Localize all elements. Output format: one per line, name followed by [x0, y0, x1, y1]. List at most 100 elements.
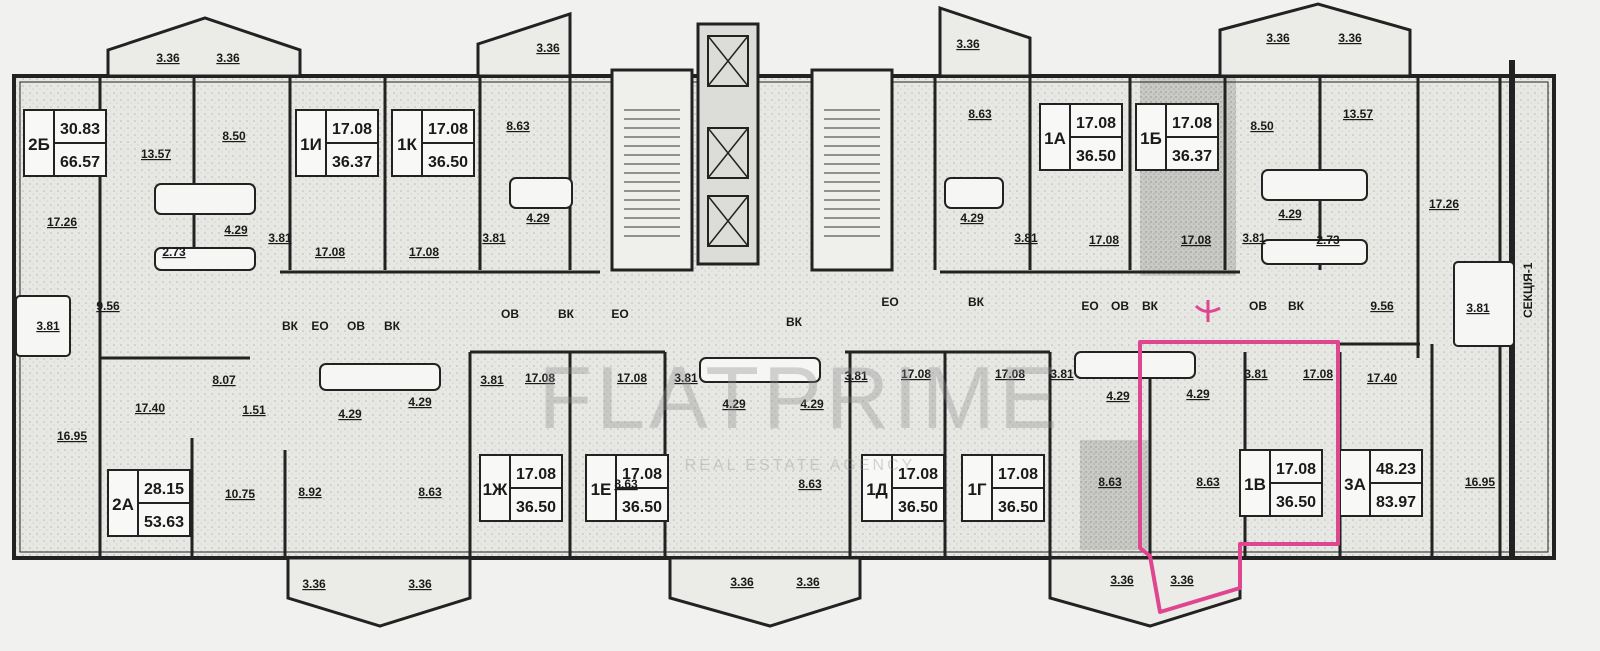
room-area: 1.51	[242, 403, 266, 417]
apartment-label-7: 1Ж 17.08 36.50	[479, 454, 563, 522]
apartment-living-area: 48.23	[1376, 461, 1416, 478]
apartment-total-area: 36.50	[622, 499, 662, 516]
room-area: 17.26	[47, 215, 77, 229]
apartment-code: 1И	[300, 135, 322, 154]
room-area: 17.40	[1367, 371, 1397, 385]
room-area: 4.29	[338, 407, 362, 421]
stair-steps	[624, 109, 880, 237]
room-area: 17.08	[1303, 367, 1333, 381]
room-area: 8.63	[1196, 475, 1220, 489]
watermark-subtext: REAL ESTATE AGENCY	[685, 457, 916, 474]
room-area: 8.63	[968, 107, 992, 121]
apartment-label-2: 1И 17.08 36.37	[295, 109, 379, 177]
room-area: 17.26	[1429, 197, 1459, 211]
room-area: 4.29	[224, 223, 248, 237]
apartment-code: 1В	[1244, 475, 1266, 494]
apartment-total-area: 83.97	[1376, 494, 1416, 511]
room-area: 2.73	[1316, 233, 1340, 247]
room-area: 3.36	[1110, 573, 1134, 587]
room-area: 17.08	[409, 245, 439, 259]
apartment-labels: 2Б30.8366.571И17.0836.371К17.0836.501А17…	[23, 103, 1423, 537]
room-area: 8.92	[298, 485, 322, 499]
room-area: 3.36	[536, 41, 560, 55]
room-area: 8.07	[212, 373, 236, 387]
apartment-living-area: 17.08	[1276, 461, 1316, 478]
room-area: 8.50	[1250, 119, 1274, 133]
apartment-living-area: 17.08	[998, 466, 1038, 483]
apartment-living-area: 17.08	[516, 466, 556, 483]
room-area: 3.36	[302, 577, 326, 591]
shaft-label: ВК	[968, 295, 985, 309]
apartment-label-11: 1В 17.08 36.50	[1239, 449, 1323, 517]
room-area: 8.63	[614, 477, 638, 491]
room-area: 3.81	[1244, 367, 1268, 381]
shaft-label: ОВ	[347, 319, 365, 333]
room-area: 9.56	[1370, 299, 1394, 313]
room-area: 8.63	[506, 119, 530, 133]
room-area: 17.08	[995, 367, 1025, 381]
bathroom-fixtures	[15, 169, 1515, 391]
room-area: 3.81	[480, 373, 504, 387]
room-area: 3.81	[1242, 231, 1266, 245]
apartment-code: 2А	[112, 495, 134, 514]
apartment-living-area: 17.08	[1172, 115, 1212, 132]
room-area: 4.29	[1106, 389, 1130, 403]
room-area: 10.75	[225, 487, 255, 501]
apartment-total-area: 66.57	[60, 154, 100, 171]
room-area: 8.63	[418, 485, 442, 499]
apartment-living-area: 17.08	[428, 121, 468, 138]
room-area: 2.73	[162, 245, 186, 259]
room-area: 3.81	[674, 371, 698, 385]
apartment-total-area: 53.63	[144, 514, 184, 531]
room-area: 16.95	[57, 429, 87, 443]
room-area: 3.81	[36, 319, 60, 333]
room-area: 16.95	[1465, 475, 1495, 489]
apartment-code: 1Ж	[483, 480, 508, 499]
apartment-code: 1А	[1044, 129, 1066, 148]
room-area: 17.08	[315, 245, 345, 259]
room-area: 3.36	[408, 577, 432, 591]
shaft-label: ЕО	[311, 319, 328, 333]
room-area: 8.50	[222, 129, 246, 143]
room-area: 3.36	[956, 37, 980, 51]
shaft-label: ВК	[558, 307, 575, 321]
room-area: 8.63	[1098, 475, 1122, 489]
shaft-label: ОВ	[501, 307, 519, 321]
room-area: 3.36	[730, 575, 754, 589]
apartment-total-area: 36.50	[1076, 148, 1116, 165]
section-label: СЕКЦІЯ-1	[1521, 262, 1535, 318]
room-area: 3.36	[1266, 31, 1290, 45]
apartment-living-area: 17.08	[332, 121, 372, 138]
room-area: 3.81	[1466, 301, 1490, 315]
room-area: 17.08	[525, 371, 555, 385]
apartment-code: 1Е	[591, 480, 612, 499]
room-area: 3.36	[796, 575, 820, 589]
apartment-total-area: 36.37	[332, 154, 372, 171]
shaft-label: ВК	[1142, 299, 1159, 313]
apartment-living-area: 30.83	[60, 121, 100, 138]
shaft-label: ВК	[1288, 299, 1305, 313]
room-area: 9.56	[96, 299, 120, 313]
stair-lift-core	[610, 22, 894, 272]
room-area: 4.29	[722, 397, 746, 411]
apartment-code: 1Г	[967, 480, 986, 499]
room-area: 4.29	[1186, 387, 1210, 401]
apartment-total-area: 36.50	[428, 154, 468, 171]
apartment-code: 1Б	[1140, 129, 1162, 148]
apartment-living-area: 17.08	[1076, 115, 1116, 132]
selected-apartment-outline	[1138, 340, 1340, 614]
apartment-total-area: 36.50	[516, 499, 556, 516]
apartment-code: 1Д	[866, 480, 888, 499]
room-area: 3.81	[1050, 367, 1074, 381]
balconies-top	[106, 2, 1412, 78]
room-area: 17.08	[1181, 233, 1211, 247]
apartment-total-area: 36.50	[1276, 494, 1316, 511]
shaft-label: ОВ	[1249, 299, 1267, 313]
room-area: 17.08	[617, 371, 647, 385]
